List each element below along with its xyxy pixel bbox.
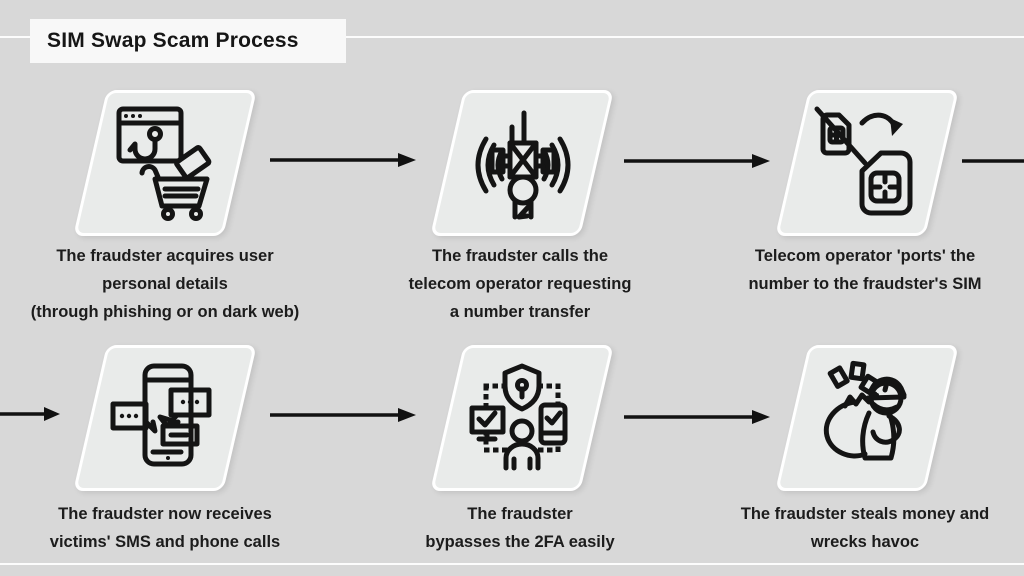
title-box: SIM Swap Scam Process bbox=[30, 19, 346, 63]
2fa-bypass-icon bbox=[447, 345, 597, 491]
step-card-6 bbox=[775, 345, 959, 491]
flow-arrow-step3-right-edge bbox=[962, 151, 1024, 176]
step-caption-6: The fraudster steals money and wrecks ha… bbox=[740, 505, 990, 551]
thief-money-bag-icon bbox=[792, 345, 942, 491]
flow-arrow-step2-step3 bbox=[622, 151, 770, 176]
step-card-5 bbox=[430, 345, 614, 491]
step-caption-1: The fraudster acquires user personal det… bbox=[30, 247, 300, 321]
flow-arrow-left-edge-step4 bbox=[0, 404, 60, 429]
step-card-3 bbox=[775, 90, 959, 236]
bottom-divider-line bbox=[0, 563, 1024, 565]
top-divider-line bbox=[0, 36, 1024, 38]
page-title: SIM Swap Scam Process bbox=[47, 29, 299, 52]
step-caption-3: Telecom operator 'ports' the number to t… bbox=[748, 247, 982, 293]
flow-arrow-step5-step6 bbox=[622, 407, 770, 432]
step-card-1 bbox=[73, 90, 257, 236]
step-caption-5: The fraudster bypasses the 2FA easily bbox=[425, 505, 615, 551]
step-caption-4: The fraudster now receives victims' SMS … bbox=[49, 505, 281, 551]
cell-tower-icon bbox=[447, 90, 597, 236]
step-card-2 bbox=[430, 90, 614, 236]
step-caption-2: The fraudster calls the telecom operator… bbox=[408, 247, 632, 321]
phishing-cart-icon bbox=[90, 90, 240, 236]
step-card-4 bbox=[73, 345, 257, 491]
sim-swap-icon bbox=[792, 90, 942, 236]
phone-sms-icon bbox=[90, 345, 240, 491]
flow-arrow-step4-step5 bbox=[268, 405, 416, 430]
flow-arrow-step1-step2 bbox=[268, 150, 416, 175]
